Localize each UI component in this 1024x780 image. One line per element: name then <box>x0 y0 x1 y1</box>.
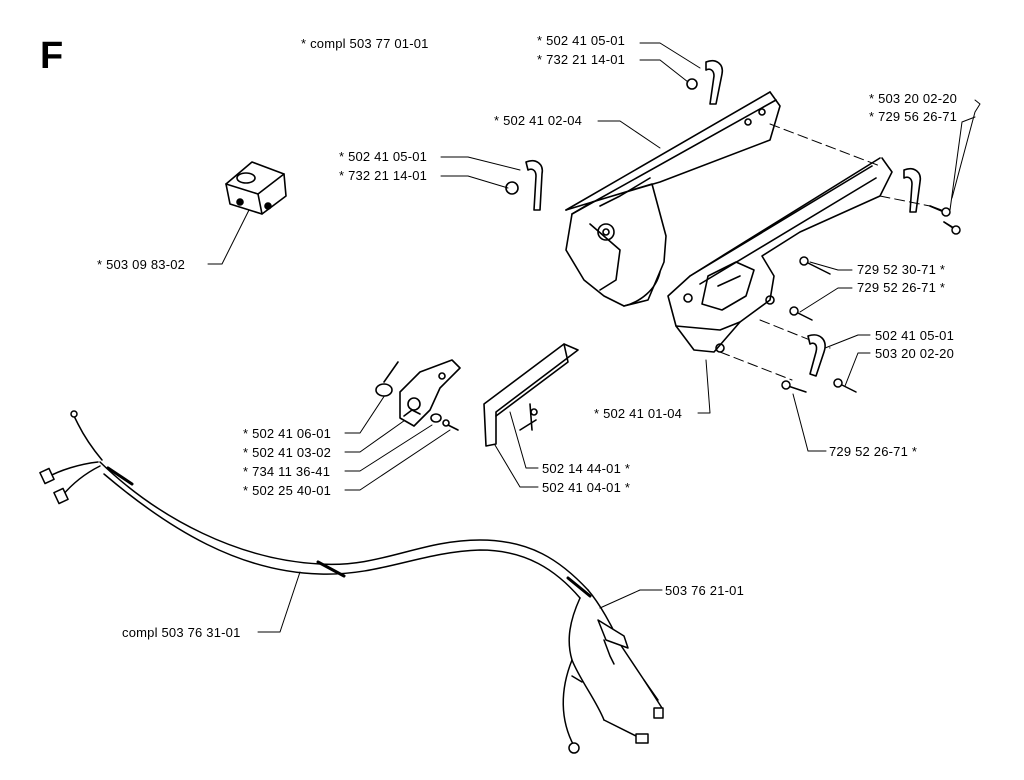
clip-mid-right <box>903 167 957 231</box>
label-lever-2: 502 41 04-01 * <box>542 480 631 495</box>
label-screw-bottom: 729 52 26-71 * <box>829 444 918 459</box>
label-handle-lower: * 502 41 01-04 <box>594 406 683 421</box>
label-trigger-3: * 734 11 36-41 <box>243 464 331 479</box>
section-letter: F <box>40 35 64 77</box>
label-screw-right: 503 20 02-20 <box>875 346 955 361</box>
label-cable-compl: compl 503 76 31-01 <box>122 625 241 640</box>
screws <box>781 205 961 393</box>
label-lever-1: 502 14 44-01 * <box>542 461 631 476</box>
label-wire-connector: 503 76 21-01 <box>665 583 745 598</box>
clip-top <box>686 59 724 105</box>
label-top-clip-2: * 732 21 14-01 <box>537 52 626 67</box>
handle-lower <box>667 157 893 353</box>
label-mid-clip-1: * 502 41 05-01 <box>339 149 428 164</box>
lever-part <box>483 343 579 447</box>
label-trigger-1: * 502 41 06-01 <box>243 426 332 441</box>
label-mid-clip-2: * 732 21 14-01 <box>339 168 428 183</box>
trigger-parts <box>375 359 461 431</box>
label-screw-b: 729 52 26-71 * <box>857 280 946 295</box>
leader-lines <box>207 42 981 633</box>
label-clip-right: 502 41 05-01 <box>875 328 955 343</box>
label-switch: * 503 09 83-02 <box>97 257 186 272</box>
label-trigger-4: * 502 25 40-01 <box>243 483 332 498</box>
handle-upper <box>565 91 781 307</box>
cable-harness <box>39 410 664 754</box>
clip-mid-left <box>505 159 544 211</box>
label-compl-carb-assembly: * compl 503 77 01-01 <box>301 36 429 51</box>
label-top-screw-2: * 729 56 26-71 <box>869 109 958 124</box>
label-screw-a: 729 52 30-71 * <box>857 262 946 277</box>
label-trigger-2: * 502 41 03-02 <box>243 445 332 460</box>
switch-part <box>225 161 287 215</box>
label-top-clip-1: * 502 41 05-01 <box>537 33 626 48</box>
clip-lower-right <box>807 334 826 377</box>
label-top-screw-1: * 503 20 02-20 <box>869 91 958 106</box>
label-handle-upper: * 502 41 02-04 <box>494 113 583 128</box>
